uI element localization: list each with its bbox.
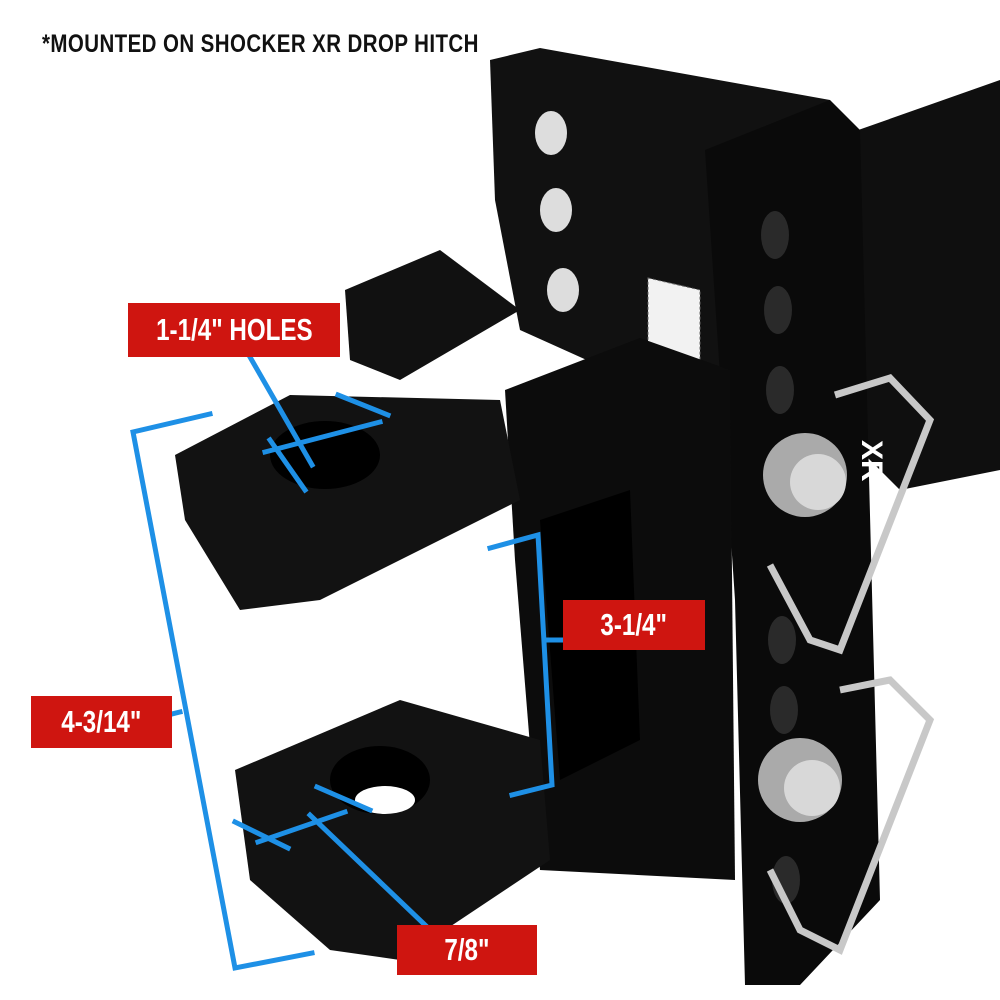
holes-label-text: 1-1/4" HOLES — [155, 312, 313, 347]
dimension-lines — [130, 353, 566, 971]
hole-light — [355, 786, 415, 814]
holes-dimension — [261, 418, 384, 456]
lower-clevis-arm — [235, 700, 550, 960]
thickness-label: 7/8" — [397, 925, 537, 975]
holes-label: 1-1/4" HOLES — [128, 303, 340, 357]
thickness-leader — [306, 811, 429, 929]
top-tab — [345, 250, 520, 380]
overall-height-bracket — [130, 410, 315, 971]
thickness-dimension — [254, 808, 349, 846]
overall-height-leader — [168, 708, 184, 718]
thickness-label-text: 7/8" — [444, 932, 490, 967]
overall-height-label-text: 4-3/14" — [61, 704, 142, 739]
inner-height-label-text: 3-1/4" — [600, 607, 668, 642]
xr-marking: XR — [855, 440, 888, 482]
holes-leader — [246, 353, 316, 469]
upper-clevis-arm — [175, 395, 520, 610]
hitch-pins — [758, 374, 935, 955]
overall-height-label: 4-3/14" — [31, 696, 172, 748]
upper-clevis-hole — [270, 421, 380, 489]
mounting-note: *MOUNTED ON SHOCKER XR DROP HITCH — [42, 30, 479, 58]
receiver-tube — [830, 80, 1000, 490]
inner-height-bracket — [486, 531, 555, 799]
channel-holes — [535, 111, 579, 312]
inner-height-label: 3-1/4" — [563, 600, 705, 650]
